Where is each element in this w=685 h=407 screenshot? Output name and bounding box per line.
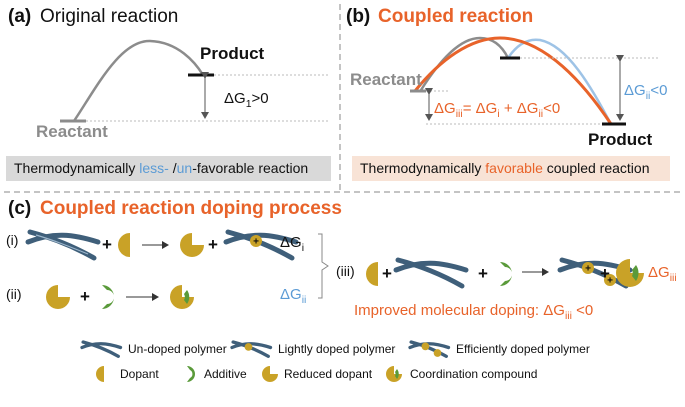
row-i-plus-2: + <box>208 235 218 254</box>
panel-b-banner-bg <box>352 156 670 181</box>
legend-lightly-icon <box>230 340 273 358</box>
improved-doping-text: Improved molecular doping: ΔGiii <0 <box>354 302 594 322</box>
row-iii-dopant <box>366 262 378 286</box>
legend-reduced-label: Reduced dopant <box>284 367 373 381</box>
legend-efficiently-icon <box>408 340 451 358</box>
svg-text:+: + <box>253 237 259 248</box>
legend-efficiently-label: Efficiently doped polymer <box>456 342 590 356</box>
row-iii-additive <box>500 262 512 286</box>
row-ii-coordination-compound <box>170 285 194 309</box>
panel-b-product-label: Product <box>588 130 653 149</box>
legend-undoped-icon <box>80 340 123 358</box>
row-iii-label: (iii) <box>336 263 355 279</box>
legend-additive-label: Additive <box>204 367 247 381</box>
legend-dopant-icon <box>96 366 104 382</box>
row-iii-coordination-compound <box>616 259 644 287</box>
legend-dopant-label: Dopant <box>120 367 159 381</box>
legend-coordination-icon <box>386 366 402 382</box>
row-i-undoped-polymer <box>25 229 101 261</box>
row-i-dopant <box>118 233 130 257</box>
row-ii-label: (ii) <box>6 286 22 302</box>
row-iii-dgiii: ΔGiii <box>648 264 677 284</box>
panel-b-dgii-label: ΔGii<0 <box>624 82 668 102</box>
row-i-reduced-dopant <box>180 233 204 257</box>
bracket <box>318 233 329 299</box>
svg-text:+: + <box>607 276 613 287</box>
row-i-plus-1: + <box>102 235 112 254</box>
row-iii-undoped-polymer <box>393 257 469 289</box>
panel-a-label: (a) <box>8 6 32 27</box>
panel-c-title: Coupled reaction doping process <box>40 198 342 219</box>
row-i-lightly-doped-polymer: + <box>223 229 299 261</box>
panel-a-reactant-label: Reactant <box>36 122 108 141</box>
panel-b-title: Coupled reaction <box>378 6 534 27</box>
panel-b-blue-curve <box>506 38 613 125</box>
row-ii-reduced-dopant <box>46 285 70 309</box>
row-iii-plus-2: + <box>478 264 488 283</box>
row-i-label: (i) <box>6 232 19 248</box>
row-ii-dgii: ΔGii <box>280 286 307 306</box>
row-ii-plus: + <box>80 287 90 306</box>
panel-a-banner-bg <box>6 156 331 181</box>
row-ii-additive <box>102 285 114 309</box>
panel-b-equation: ΔGiii= ΔGi + ΔGii<0 <box>434 100 561 120</box>
panel-b-reactant-label: Reactant <box>350 70 422 89</box>
panel-a-banner: Thermodynamically less- /un-favorable re… <box>14 160 309 176</box>
panel-a-delta-g1: ΔG1>0 <box>224 90 269 110</box>
row-iii-plus-3: + <box>600 264 610 283</box>
legend-reduced-icon <box>262 366 278 382</box>
panel-b-gray-curve <box>419 36 510 91</box>
panel-a-title: Original reaction <box>40 6 179 27</box>
row-i-dgi: ΔGi <box>280 234 305 254</box>
svg-text:+: + <box>585 264 591 275</box>
panel-b-label: (b) <box>346 6 371 27</box>
legend-coordination-label: Coordination compound <box>410 367 538 381</box>
row-iii-plus-1: + <box>382 264 392 283</box>
panel-b-orange-curve <box>413 36 613 125</box>
legend-lightly-label: Lightly doped polymer <box>278 342 396 356</box>
panel-c-label: (c) <box>8 198 32 219</box>
panel-b-banner: Thermodynamically favorable coupled reac… <box>360 160 650 176</box>
panel-a-product-label: Product <box>200 44 265 63</box>
panel-a-reaction-curve <box>72 39 205 122</box>
legend-undoped-label: Un-doped polymer <box>128 342 227 356</box>
legend-additive-icon <box>187 366 195 382</box>
